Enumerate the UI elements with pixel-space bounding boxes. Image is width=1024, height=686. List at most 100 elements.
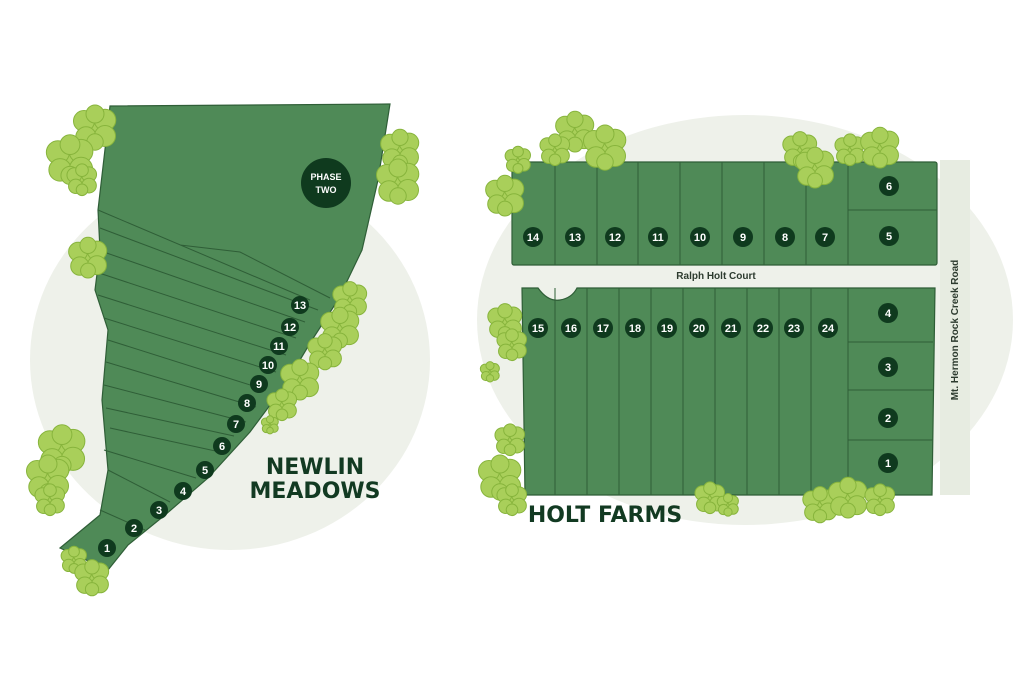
holt-lot-15[interactable]: 15 (528, 318, 548, 338)
tree-3 (66, 163, 98, 197)
holt-lot-7[interactable]: 7 (815, 227, 835, 247)
holt-lot-18-label: 18 (629, 323, 641, 335)
newlin-title-line1: NEWLIN (266, 455, 364, 480)
newlin-lot-lines (95, 227, 319, 531)
newlin-lot-9-label: 9 (256, 379, 262, 391)
tree-9 (34, 483, 66, 517)
newlin-lot-3-label: 3 (156, 505, 162, 517)
newlin-lot-8[interactable]: 8 (238, 394, 256, 412)
holt-lot-13-label: 13 (569, 232, 581, 244)
tree-16 (266, 388, 298, 422)
newlin-lot-10[interactable]: 10 (259, 356, 277, 374)
holt-farms-section: Mt. Hermon Rock Creek Road Ralph Holt Co… (511, 160, 970, 528)
holt-lot-8[interactable]: 8 (775, 227, 795, 247)
phase-two-line2: TWO (316, 185, 337, 195)
holt-lot-21-label: 21 (725, 323, 737, 335)
newlin-lot-4-label: 4 (180, 486, 187, 498)
holt-lot-16-label: 16 (565, 323, 577, 335)
holt-lot-23[interactable]: 23 (784, 318, 804, 338)
newlin-lot-2-label: 2 (131, 523, 137, 535)
holt-lot-17[interactable]: 17 (593, 318, 613, 338)
holt-lot-3-label: 3 (885, 362, 891, 374)
holt-lot-12-label: 12 (609, 232, 621, 244)
tree-22 (539, 133, 571, 167)
tree-1 (73, 104, 117, 151)
newlin-lot-1-label: 1 (104, 543, 110, 555)
newlin-lot-5[interactable]: 5 (196, 461, 214, 479)
holt-lot-19-label: 19 (661, 323, 673, 335)
tree-28 (496, 328, 528, 362)
newlin-lot-12[interactable]: 12 (281, 318, 299, 336)
holt-lot-14[interactable]: 14 (523, 227, 543, 247)
tree-17 (260, 415, 279, 435)
holt-lot-20-label: 20 (693, 323, 705, 335)
holt-lot-13[interactable]: 13 (565, 227, 585, 247)
holt-lot-24[interactable]: 24 (818, 318, 838, 338)
holt-lot-16[interactable]: 16 (561, 318, 581, 338)
holt-lot-18[interactable]: 18 (625, 318, 645, 338)
newlin-lot-3[interactable]: 3 (150, 501, 168, 519)
holt-lot-12[interactable]: 12 (605, 227, 625, 247)
holt-lot-9[interactable]: 9 (733, 227, 753, 247)
holt-lot-11[interactable]: 11 (648, 227, 668, 247)
holt-lot-1[interactable]: 1 (878, 453, 898, 473)
holt-lot-10[interactable]: 10 (690, 227, 710, 247)
ralph-holt-court-label: Ralph Holt Court (676, 271, 756, 282)
newlin-lot-6-label: 6 (219, 441, 225, 453)
newlin-lot-11-label: 11 (273, 341, 285, 353)
holt-lot-5-label: 5 (886, 231, 892, 243)
holt-lot-4[interactable]: 4 (878, 303, 898, 323)
holt-lot-8-label: 8 (782, 232, 788, 244)
newlin-title-line2: MEADOWS (249, 479, 380, 504)
phase-two-boundary (97, 209, 331, 301)
newlin-lot-5-label: 5 (202, 465, 208, 477)
tree-6 (376, 158, 420, 205)
tree-4 (68, 236, 108, 279)
newlin-lot-11[interactable]: 11 (270, 337, 288, 355)
holt-lot-15-label: 15 (532, 323, 544, 335)
tree-10 (60, 545, 87, 574)
tree-37 (864, 483, 896, 517)
holt-lot-6[interactable]: 6 (879, 176, 899, 196)
mt-hermon-road (940, 160, 970, 495)
newlin-lot-9[interactable]: 9 (250, 375, 268, 393)
holt-lot-7-label: 7 (822, 232, 828, 244)
newlin-lot-1[interactable]: 1 (98, 539, 116, 557)
tree-19 (485, 174, 525, 217)
holt-lot-22[interactable]: 22 (753, 318, 773, 338)
holt-lot-19[interactable]: 19 (657, 318, 677, 338)
phase-two-line1: PHASE (310, 172, 341, 182)
holt-lot-20[interactable]: 20 (689, 318, 709, 338)
holt-south-block (521, 287, 936, 496)
holt-lot-24-label: 24 (822, 323, 835, 335)
newlin-lot-7[interactable]: 7 (227, 415, 245, 433)
mt-hermon-road-label: Mt. Hermon Rock Creek Road (950, 260, 961, 401)
tree-32 (496, 483, 528, 517)
holt-south-lot-lines (554, 288, 933, 495)
tree-30 (494, 423, 526, 457)
holt-lot-5[interactable]: 5 (879, 226, 899, 246)
tree-27 (487, 303, 523, 341)
tree-15 (280, 358, 320, 401)
holt-lot-21[interactable]: 21 (721, 318, 741, 338)
holt-lot-6-label: 6 (886, 181, 892, 193)
holt-lot-22-label: 22 (757, 323, 769, 335)
tree-25 (834, 133, 866, 167)
tree-13 (320, 306, 360, 349)
holt-lot-1-label: 1 (885, 458, 891, 470)
newlin-lot-13[interactable]: 13 (291, 296, 309, 314)
holt-lot-9-label: 9 (740, 232, 746, 244)
holt-lot-3[interactable]: 3 (878, 357, 898, 377)
tree-20 (555, 110, 595, 153)
newlin-lot-2[interactable]: 2 (125, 519, 143, 537)
phase-two-marker[interactable]: PHASE TWO (301, 158, 351, 208)
tree-18 (504, 145, 531, 174)
holt-lot-2[interactable]: 2 (878, 408, 898, 428)
newlin-lot-4[interactable]: 4 (174, 482, 192, 500)
holt-lot-17-label: 17 (597, 323, 609, 335)
holt-lot-23-label: 23 (788, 323, 800, 335)
newlin-lot-6[interactable]: 6 (213, 437, 231, 455)
